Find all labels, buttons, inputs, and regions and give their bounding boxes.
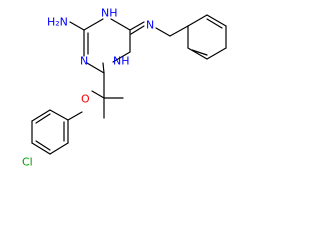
- ring-n-left-label: N: [80, 55, 88, 68]
- imine-nitrogen-label: N: [146, 19, 154, 32]
- ether-oxygen-label: O: [81, 93, 90, 106]
- bond-lines: [31, 14, 227, 155]
- chlorine-label: Cl: [22, 156, 33, 169]
- atom-labels: H₂N NH N N NH O Cl: [22, 7, 154, 169]
- ring-nh-top-label: NH: [101, 7, 118, 20]
- amino-group-label: H₂N: [47, 16, 68, 29]
- ring-nh-right-label: NH: [113, 55, 130, 68]
- molecule-structure: H₂N NH N N NH O Cl: [22, 7, 227, 169]
